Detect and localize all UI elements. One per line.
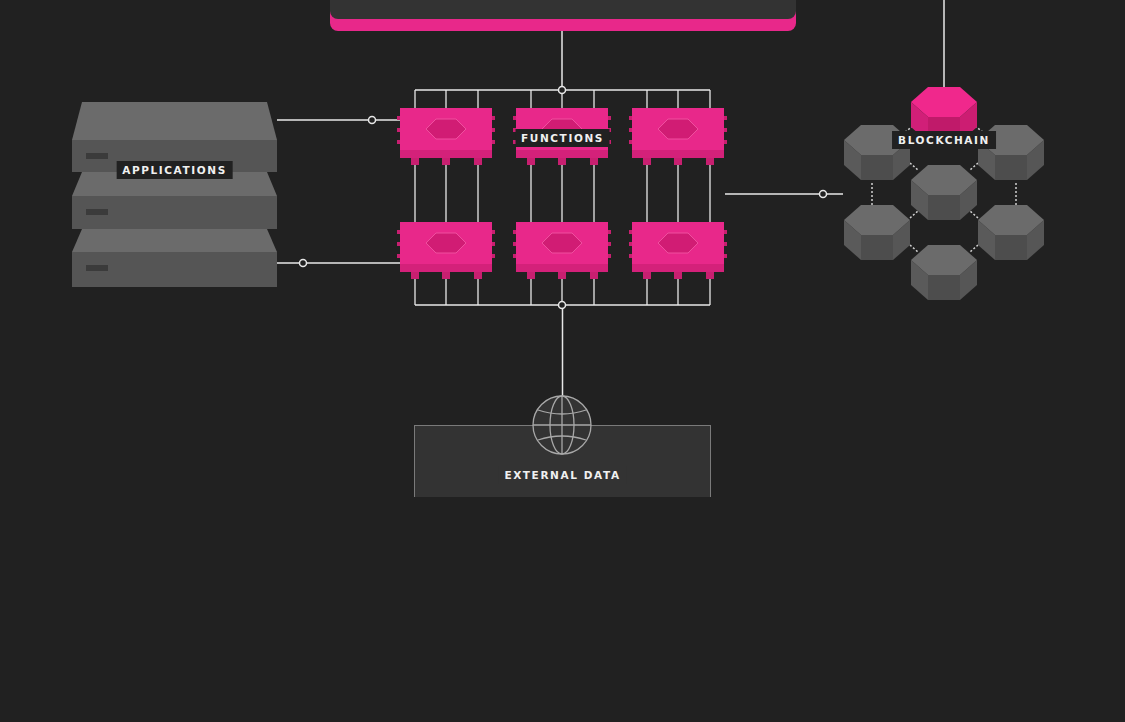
function-frame [415, 90, 710, 305]
group-label: APPLICATIONS [116, 161, 233, 179]
functions-group: FUNCTIONS [400, 88, 725, 305]
top-panel [330, 0, 796, 90]
group-label: BLOCKCHAIN [892, 131, 996, 149]
server-stack [72, 102, 277, 287]
blockchain-group: BLOCKCHAIN [843, 85, 1045, 300]
external-data-box: EXTERNAL DATA [414, 425, 711, 497]
top-wire [943, 0, 945, 88]
connector-dot [300, 260, 307, 267]
connector-dot [369, 117, 376, 124]
connector [277, 262, 400, 264]
applications-group: APPLICATIONS [72, 102, 277, 287]
function-chips [397, 108, 727, 279]
connector [277, 119, 400, 121]
block-cluster [844, 87, 1044, 300]
group-label: FUNCTIONS [515, 129, 610, 147]
globe-icon [527, 390, 597, 460]
group-label: EXTERNAL DATA [498, 466, 626, 484]
connector-dot [820, 191, 827, 198]
